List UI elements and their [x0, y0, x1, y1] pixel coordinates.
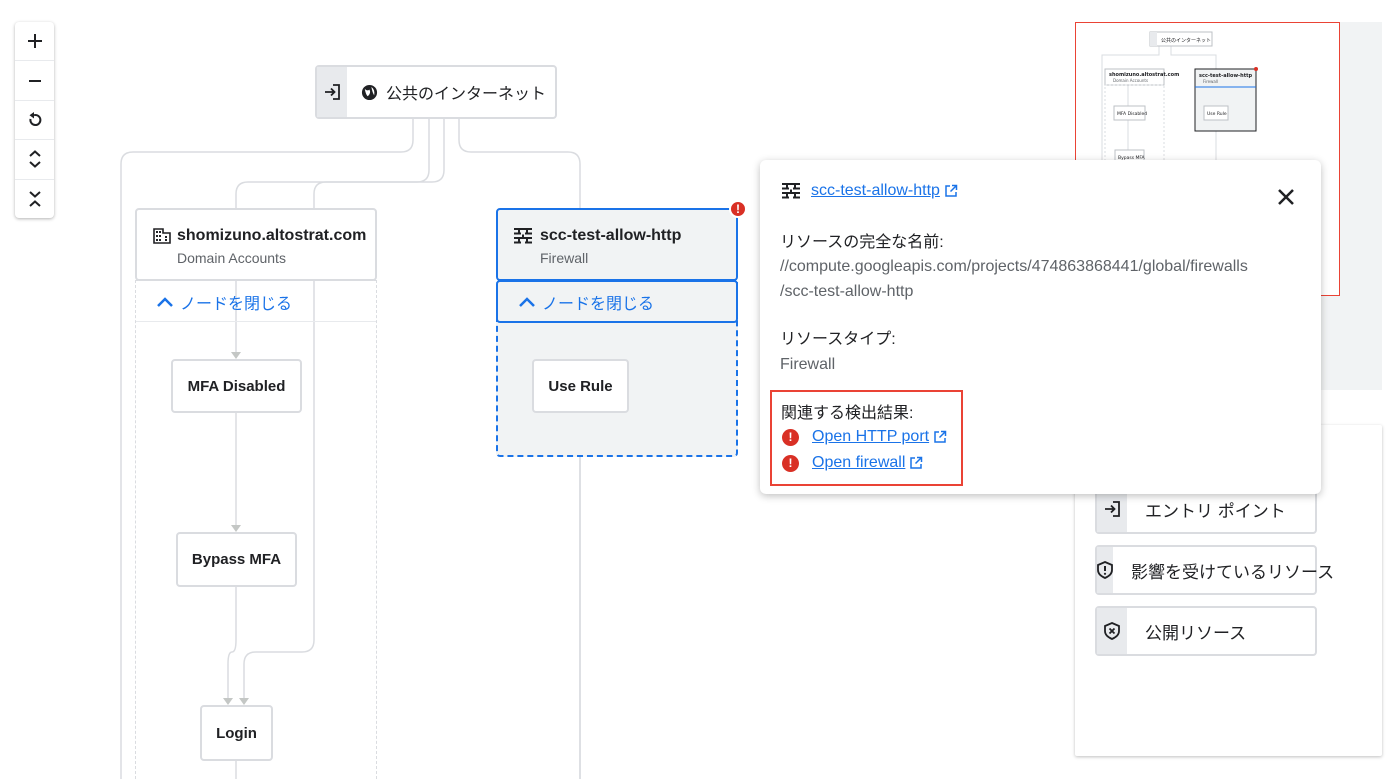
minimap-fw-title: scc-test-allow-http [1199, 73, 1252, 79]
plus-icon [27, 34, 42, 49]
domain-collapse-label: ノードを閉じる [180, 295, 293, 313]
zoom-out-button[interactable] [15, 61, 54, 101]
finding-link-open-http-port[interactable]: Open HTTP port [812, 428, 930, 445]
use-rule-node[interactable]: Use Rule [532, 359, 629, 413]
login-label: Login [216, 724, 257, 742]
collapse-all-button[interactable] [15, 180, 54, 218]
minimap-entry-label: 公共のインターネット [1161, 37, 1211, 44]
resource-type-value: Firewall [780, 356, 836, 373]
legend-public-resource: 公開リソース [1095, 606, 1317, 656]
login-node[interactable]: Login [200, 705, 273, 761]
resource-link[interactable]: scc-test-allow-http [811, 182, 940, 199]
login-icon [325, 84, 340, 100]
zoom-in-button[interactable] [15, 22, 54, 62]
firewall-node-subtitle: Firewall [540, 250, 589, 266]
finding-link-open-firewall[interactable]: Open firewall [812, 454, 906, 471]
resource-details-popup: scc-test-allow-http リソースの完全な名前: //comput… [760, 160, 1321, 494]
close-icon [1278, 189, 1294, 205]
shield-alert-icon [1097, 561, 1113, 579]
full-name-value-line2: /scc-test-allow-http [780, 283, 914, 300]
legend-entry-point-label: エントリ ポイント [1145, 501, 1286, 521]
minus-icon [28, 79, 41, 82]
minimap-mfa-label: MFA Disabled [1117, 111, 1147, 117]
expand-all-button[interactable] [15, 140, 54, 180]
firewall-node[interactable]: scc-test-allow-http Firewall [496, 208, 738, 281]
resource-type-label: リソースタイプ: [780, 331, 896, 348]
mfa-disabled-label: MFA Disabled [187, 377, 286, 395]
finding-item: ! Open firewall [782, 454, 923, 472]
related-findings-box [770, 390, 963, 486]
close-button[interactable] [1273, 184, 1299, 210]
mfa-disabled-node[interactable]: MFA Disabled [171, 359, 302, 413]
firewall-node-title: scc-test-allow-http [540, 227, 682, 244]
open-in-new-icon [945, 184, 958, 197]
reset-view-button[interactable] [15, 101, 54, 141]
entry-node-public-internet[interactable]: 公共のインターネット [315, 65, 557, 119]
minimap-domain-subtitle: Domain Accounts [1113, 78, 1148, 83]
legend-affected-label: 影響を受けているリソース [1131, 562, 1335, 582]
refresh-icon [28, 112, 41, 126]
minimap-graph: 公共のインターネット shomizuno.altostrat.com Domai… [1101, 31, 1258, 170]
bypass-mfa-label: Bypass MFA [191, 551, 282, 568]
entry-gutter [317, 67, 347, 117]
alert-badge: ! [729, 200, 747, 218]
unfold-less-icon [28, 191, 41, 207]
entry-node-label: 公共のインターネット [386, 86, 547, 103]
shield-x-icon [1104, 622, 1120, 640]
minimap-fw-subtitle: Firewall [1203, 79, 1218, 84]
login-icon [1105, 501, 1120, 517]
legend-affected-resource: 影響を受けているリソース [1095, 545, 1334, 595]
building-icon [153, 228, 171, 244]
unfold-more-icon [28, 150, 41, 169]
chevron-up-icon [519, 296, 535, 307]
legend-public-label: 公開リソース [1145, 623, 1247, 643]
related-findings-label: 関連する検出結果: [781, 405, 914, 422]
domain-accounts-node[interactable]: shomizuno.altostrat.com Domain Accounts [135, 208, 377, 281]
use-rule-label: Use Rule [548, 377, 613, 395]
firewall-icon [514, 228, 532, 244]
globe-icon [361, 84, 378, 100]
domain-node-title: shomizuno.altostrat.com [177, 227, 367, 244]
minimap-use-rule-label: Use Rule [1207, 111, 1227, 117]
full-name-value-line1: //compute.googleapis.com/projects/474863… [780, 258, 1248, 275]
finding-item: ! Open HTTP port [782, 428, 947, 446]
minimap-domain-title: shomizuno.altostrat.com [1109, 72, 1179, 78]
firewall-icon [782, 183, 800, 199]
firewall-collapse-button[interactable]: ノードを閉じる [496, 280, 738, 323]
chevron-up-icon [157, 296, 173, 307]
minimap-bypass-label: Bypass MFA [1118, 155, 1146, 161]
firewall-collapse-label: ノードを閉じる [542, 295, 655, 313]
domain-collapse-button[interactable]: ノードを閉じる [136, 282, 376, 322]
bypass-mfa-node[interactable]: Bypass MFA [176, 532, 297, 587]
error-icon: ! [782, 454, 799, 472]
domain-node-subtitle: Domain Accounts [177, 250, 286, 266]
error-icon: ! [782, 428, 799, 446]
open-in-new-icon [934, 430, 947, 443]
full-name-label: リソースの完全な名前: [780, 234, 944, 251]
zoom-toolbar [15, 22, 54, 218]
open-in-new-icon [910, 456, 923, 469]
